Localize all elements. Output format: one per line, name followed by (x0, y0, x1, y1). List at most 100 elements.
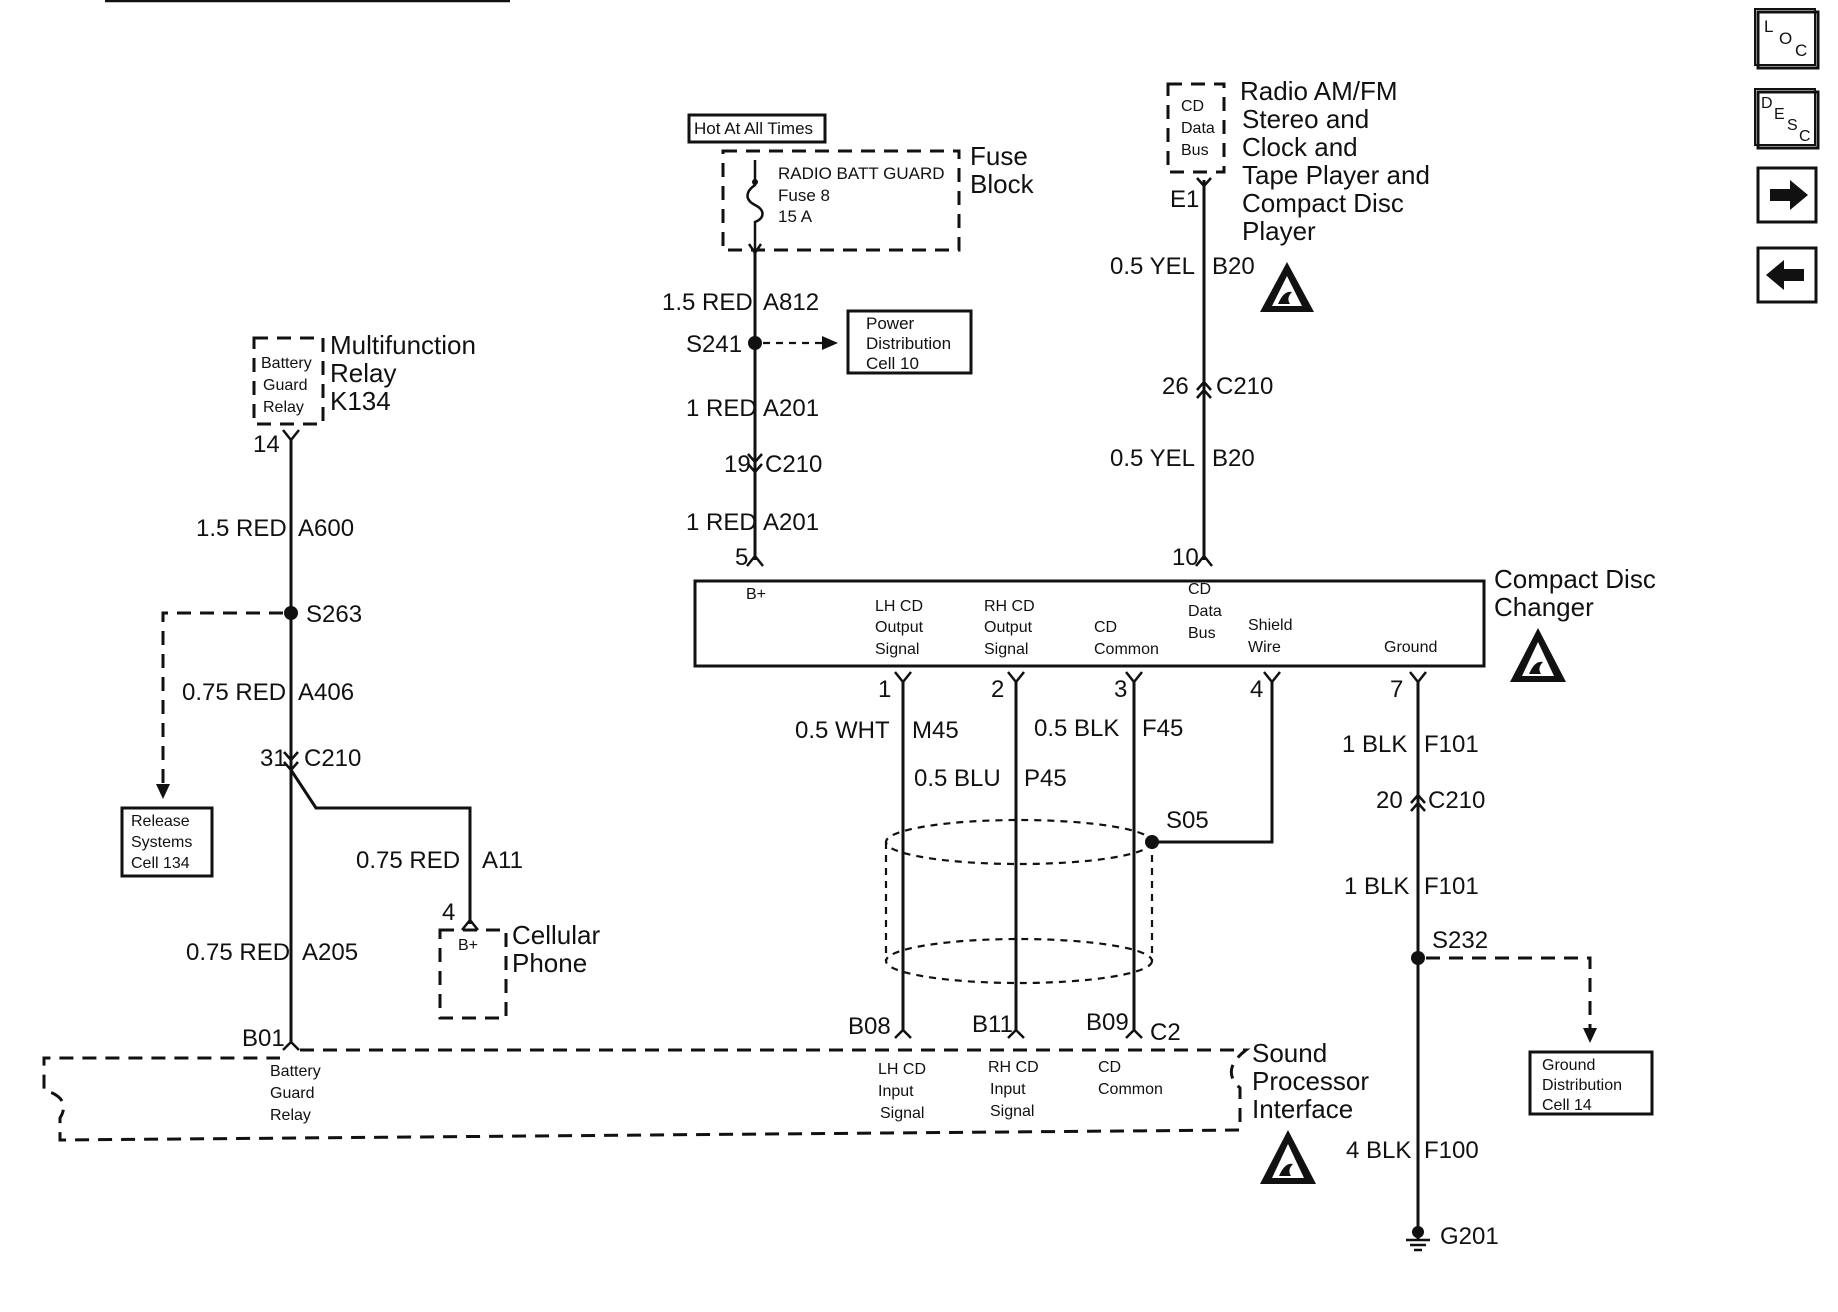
esd-icon (1510, 628, 1566, 682)
relay-box-3: Relay (263, 399, 304, 416)
splice-s241: S241 (686, 331, 742, 358)
svg-text:Distribution: Distribution (866, 334, 951, 353)
changer-title-1: Compact Disc (1494, 564, 1656, 594)
sp-pin-b11-terminal-icon (1007, 1028, 1025, 1039)
changer-lh-1: LH CD (875, 598, 923, 615)
fuse-number: Fuse 8 (778, 186, 830, 205)
wire-a205-circuit: A205 (302, 939, 358, 966)
loc-letter-o: O (1779, 29, 1792, 48)
sp-common-1: CD (1098, 1059, 1121, 1076)
splice-s263: S263 (306, 601, 362, 628)
changer-ground: Ground (1384, 639, 1437, 656)
s263-arrow-icon (156, 784, 170, 799)
sp-pin-c2: C2 (1150, 1019, 1181, 1046)
wire-a201-lower-circuit: A201 (763, 509, 819, 536)
wire-f45-gauge: 0.5 BLK (1034, 715, 1119, 742)
changer-lh-2: Output (875, 619, 924, 636)
wire-f101-upper-gauge: 1 BLK (1342, 731, 1407, 758)
fuse-icon (746, 160, 764, 256)
desc-button[interactable]: D E S C (1754, 88, 1820, 150)
sp-title-3: Interface (1252, 1094, 1353, 1124)
changer-title-2: Changer (1494, 592, 1594, 622)
wire-b20-lower-circuit: B20 (1212, 445, 1255, 472)
sp-lh-1: LH CD (878, 1061, 926, 1078)
sp-title-2: Processor (1252, 1066, 1369, 1096)
wire-a11-circuit: A11 (482, 847, 523, 874)
wire-f101-lower-gauge: 1 BLK (1344, 873, 1409, 900)
phone-bplus: B+ (458, 937, 478, 954)
release-systems-ref[interactable]: Release Systems Cell 134 (120, 806, 214, 878)
changer-bus-3: Bus (1188, 625, 1216, 642)
relay-title-2: Relay (330, 358, 396, 388)
power-distribution-ref[interactable]: Power Distribution Cell 10 (846, 309, 973, 375)
changer-shield-2: Wire (1248, 639, 1281, 656)
changer-bus-1: CD (1188, 581, 1211, 598)
wire-a600-gauge: 1.5 RED (196, 515, 287, 542)
cd-changer-box (693, 579, 1486, 668)
changer-rh-3: Signal (984, 641, 1028, 658)
svg-text:Distribution: Distribution (1542, 1077, 1622, 1094)
hot-at-all-times-label: Hot At All Times (687, 113, 827, 144)
wire-a812-gauge: 1.5 RED (662, 289, 753, 316)
svg-text:Release: Release (131, 813, 190, 830)
splice-s05: S05 (1166, 807, 1209, 834)
fuse-block-outline (721, 149, 961, 252)
loc-letter-c: C (1795, 41, 1807, 60)
sp-relay-2: Guard (270, 1085, 314, 1102)
ground-icon (1406, 1226, 1430, 1252)
phone-pin4-terminal-icon (461, 917, 479, 931)
relay-outline (252, 336, 325, 426)
changer-common-2: Common (1094, 641, 1159, 658)
wire-f101-upper-circuit: F101 (1424, 731, 1479, 758)
radio-pin-e1: E1 (1170, 186, 1199, 213)
phone-branch-wire (289, 769, 472, 924)
wire-p45-gauge: 0.5 BLU (914, 765, 1001, 792)
radio-title-2: Stereo and (1242, 104, 1369, 134)
changer-pin-7: 7 (1390, 676, 1403, 703)
wire-p45-circuit: P45 (1024, 765, 1067, 792)
changer-shield-1: Shield (1248, 617, 1292, 634)
sp-pin-b08-terminal-icon (894, 1028, 912, 1039)
svg-text:Cell 14: Cell 14 (1542, 1097, 1592, 1114)
connector-c210-radio-name: C210 (1216, 373, 1273, 400)
sp-title-1: Sound (1252, 1038, 1327, 1068)
desc-letter-d: D (1761, 95, 1773, 112)
connector-c210-power-name: C210 (765, 451, 822, 478)
changer-rh-1: RH CD (984, 598, 1035, 615)
wire-a406-circuit: A406 (298, 679, 354, 706)
connector-c210-power-pin: 19 (724, 451, 751, 478)
phone-title-2: Phone (512, 948, 587, 978)
shielded-cable-icon (884, 818, 1154, 985)
loc-button[interactable]: L O C (1754, 8, 1820, 70)
wire-m45-circuit: M45 (912, 717, 959, 744)
wire-a201-lower-gauge: 1 RED (686, 509, 757, 536)
sp-lh-2: Input (878, 1083, 914, 1100)
changer-lh-3: Signal (875, 641, 919, 658)
changer-common-1: CD (1094, 619, 1117, 636)
forward-button[interactable] (1756, 166, 1818, 224)
relay-pin14-terminal-icon (282, 429, 300, 443)
esd-icon (1260, 262, 1314, 312)
svg-text:Ground: Ground (1542, 1057, 1595, 1074)
relay-title-3: K134 (330, 386, 391, 416)
splice-s232-dot (1411, 951, 1425, 965)
sp-pin-b09-terminal-icon (1125, 1028, 1143, 1039)
sp-pin-b09: B09 (1086, 1009, 1129, 1036)
ground-distribution-ref[interactable]: Ground Distribution Cell 14 (1528, 1050, 1654, 1116)
changer-pin-10: 10 (1172, 544, 1199, 571)
wire-f100-circuit: F100 (1424, 1137, 1479, 1164)
connector-c210-ground-icon (1410, 793, 1426, 812)
sp-pin-b01-terminal-icon (282, 1040, 300, 1051)
relay-pin-14: 14 (253, 431, 280, 458)
fuse-name: RADIO BATT GUARD (778, 164, 945, 183)
sp-common-2: Common (1098, 1081, 1163, 1098)
radio-title-3: Clock and (1242, 132, 1358, 162)
back-button[interactable] (1756, 246, 1818, 304)
wire-b20-upper-circuit: B20 (1212, 253, 1255, 280)
phone-outline (438, 928, 508, 1020)
fuse-block-title-2: Block (970, 169, 1035, 199)
radio-bus-2: Data (1181, 120, 1215, 137)
sp-pin-b08: B08 (848, 1013, 891, 1040)
radio-outline (1166, 82, 1226, 174)
